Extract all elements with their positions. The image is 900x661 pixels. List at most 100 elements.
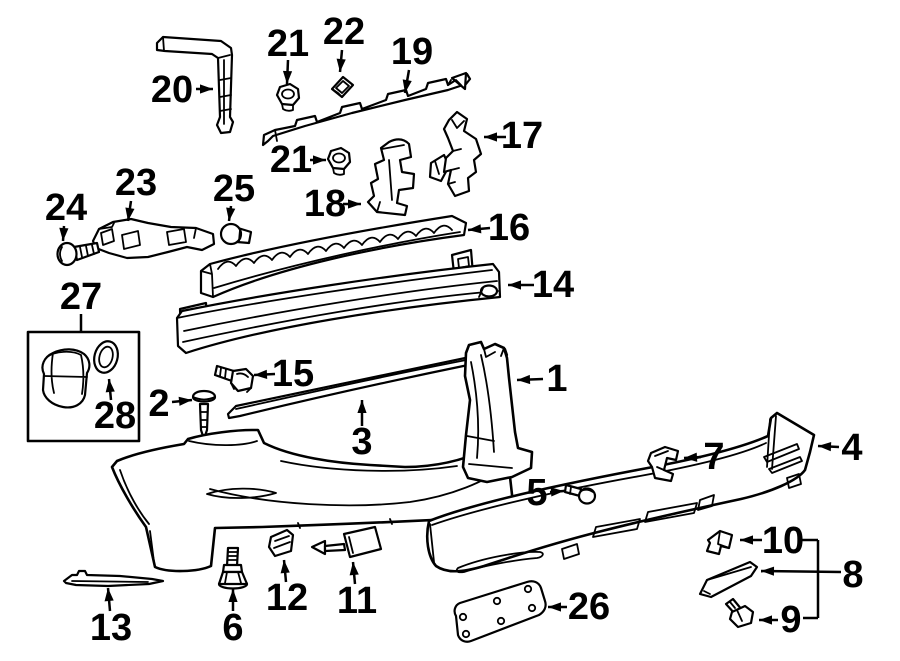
part-number-label-9: 9 (780, 599, 801, 641)
part-number-label-3: 3 (351, 421, 372, 463)
callout-arrowhead (468, 224, 482, 234)
callout-6: 6 (222, 589, 244, 649)
part-number-label-23: 23 (115, 162, 157, 204)
callout-9: 9 (759, 599, 818, 641)
part-drawing-28-sensor-retainer-ring (93, 340, 119, 374)
callout-arrowhead (282, 70, 293, 84)
callout-28: 28 (94, 378, 136, 437)
callout-arrowhead (280, 560, 290, 574)
part-drawing-5-screw (563, 483, 597, 505)
part-number-label-5: 5 (526, 472, 547, 514)
part-number-label-26: 26 (568, 586, 610, 628)
callout-arrowhead (178, 396, 192, 406)
part-number-label-17: 17 (501, 115, 543, 157)
part-drawing-15-bolt (213, 364, 255, 393)
callout-arrowhead (336, 58, 346, 72)
callout-21: 21 (267, 23, 309, 85)
callout-17: 17 (484, 115, 543, 157)
callout-arrowhead (508, 280, 521, 290)
part-number-label-27: 27 (60, 276, 102, 318)
callout-20: 20 (151, 69, 213, 111)
part-number-label-12: 12 (266, 577, 308, 619)
part-number-label-18: 18 (304, 183, 346, 225)
part-drawing-16-energy-absorber (199, 214, 468, 299)
callout-arrowhead (349, 562, 359, 576)
callout-arrowhead (228, 589, 238, 602)
callout-5: 5 (526, 472, 565, 514)
part-drawing-27-sensor-kit-box (26, 330, 141, 443)
part-number-label-25: 25 (213, 168, 255, 210)
part-drawing-4-lower-valance (425, 411, 816, 574)
part-number-label-8: 8 (842, 554, 863, 596)
part-number-label-4: 4 (841, 427, 862, 469)
part-drawing-24-bolt (56, 241, 101, 267)
callout-21: 21 (270, 139, 326, 181)
part-number-label-10: 10 (762, 520, 804, 562)
callout-arrowhead (59, 227, 69, 241)
callout-arrowhead (313, 155, 326, 165)
callout-arrowhead (254, 369, 268, 379)
callout-2: 2 (148, 383, 193, 425)
part-drawing-6-bolt (217, 546, 249, 590)
callout-1: 1 (516, 358, 568, 400)
callout-leader-line (760, 569, 842, 574)
part-drawing-11-tow-hook-cover (310, 525, 383, 559)
part-number-label-24: 24 (45, 187, 87, 229)
part-drawing-2-screw (191, 389, 217, 441)
callout-15: 15 (253, 353, 314, 395)
callout-arrowhead (200, 84, 213, 94)
part-number-label-1: 1 (546, 358, 567, 400)
part-drawing-18-bracket-center (366, 138, 416, 217)
part-drawing-20-side-bracket (155, 35, 235, 135)
part-drawing-23-bracket-left (91, 217, 216, 260)
callout-22: 22 (323, 11, 365, 73)
part-drawing-21-nut-upper (275, 82, 301, 112)
callout-arrowhead (517, 374, 531, 385)
callout-arrowhead (740, 535, 753, 545)
part-drawing-10-clip (705, 529, 734, 556)
callout-8: 8 (760, 554, 864, 596)
part-drawing-26-license-bracket (453, 580, 547, 643)
part-number-label-6: 6 (222, 607, 243, 649)
part-number-label-16: 16 (488, 207, 530, 249)
callout-16: 16 (467, 207, 530, 249)
part-drawing-21-nut-lower (326, 146, 352, 176)
part-drawing-25-retainer-clip (219, 222, 253, 246)
callout-24: 24 (45, 187, 87, 242)
part-number-label-21: 21 (270, 139, 312, 181)
part-number-label-11: 11 (337, 580, 377, 622)
callout-arrowhead (818, 442, 832, 452)
callout-3: 3 (351, 400, 373, 463)
callout-19: 19 (391, 31, 433, 94)
callout-arrowhead (125, 207, 135, 221)
part-number-label-19: 19 (391, 31, 433, 73)
callout-10: 10 (740, 520, 818, 562)
callout-4: 4 (817, 427, 863, 469)
part-drawing-14-impact-bar (175, 248, 502, 355)
callout-arrowhead (226, 207, 236, 221)
callout-18: 18 (304, 183, 361, 225)
callout-arrowhead (104, 588, 114, 602)
callout-arrowhead (402, 79, 412, 93)
part-drawing-7-clip (646, 445, 680, 483)
part-number-label-7: 7 (703, 436, 724, 478)
part-number-label-14: 14 (532, 264, 574, 306)
callout-11: 11 (337, 561, 377, 622)
callout-23: 23 (115, 162, 157, 222)
callout-arrowhead (550, 487, 564, 497)
callout-arrowhead (761, 566, 775, 576)
callout-27: 27 (60, 276, 102, 331)
part-drawing-1-cover-side-section (461, 340, 534, 484)
callout-13: 13 (90, 587, 132, 649)
part-number-label-21: 21 (267, 23, 309, 65)
callout-25: 25 (213, 168, 255, 222)
callout-12: 12 (266, 559, 308, 619)
callout-arrowhead (759, 615, 772, 625)
part-drawing-12-clip (267, 528, 295, 558)
callout-arrowhead (684, 452, 698, 462)
part-drawing-22-clip (330, 75, 355, 99)
part-drawing-13-molding-strip (62, 569, 165, 588)
